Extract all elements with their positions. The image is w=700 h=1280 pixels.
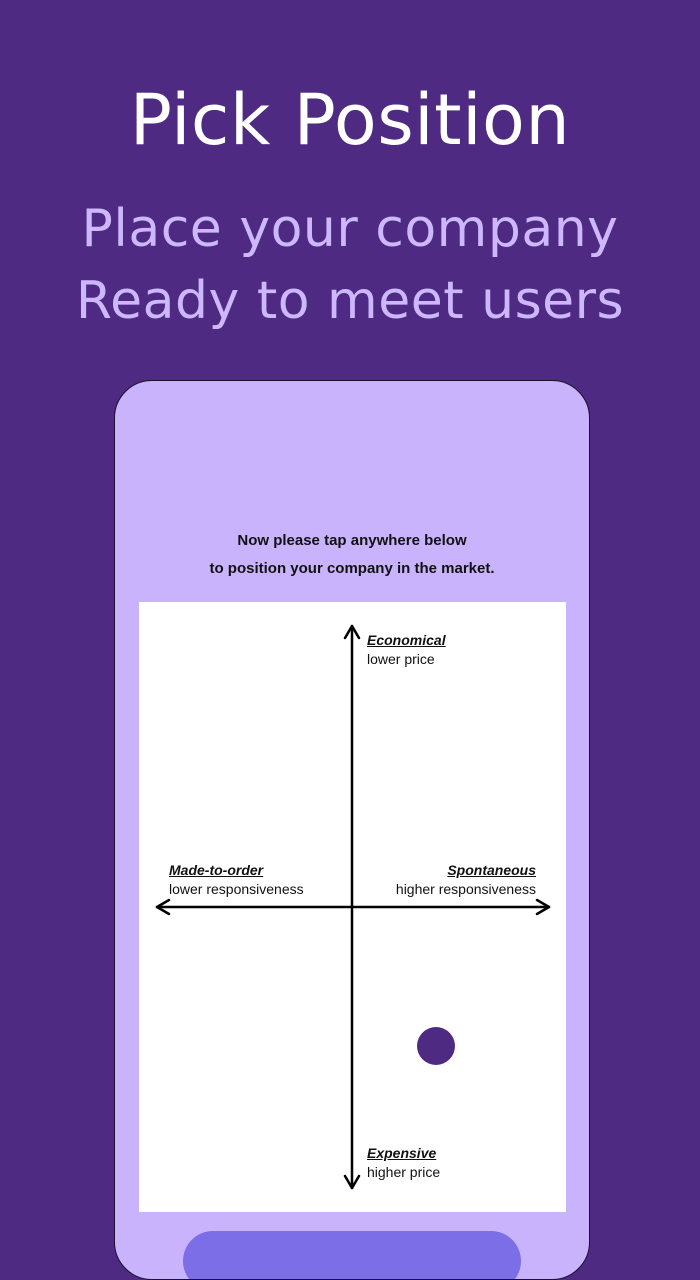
instruction-line-1: Now please tap anywhere below [237, 532, 467, 549]
company-position-marker[interactable] [417, 1027, 455, 1065]
axis-label-left: Made-to-order lower responsiveness [169, 861, 304, 899]
axis-top-title: Economical [367, 632, 446, 648]
instruction-line-2: to position your company in the market. [209, 560, 495, 577]
axis-right-sub: higher responsiveness [395, 881, 536, 897]
axis-right-title: Spontaneous [447, 862, 536, 878]
arrow-up-icon [343, 624, 361, 640]
subtitle-line-2: Ready to meet users [75, 271, 625, 331]
phone-mockup: Now please tap anywhere below to positio… [114, 380, 590, 1280]
positioning-map[interactable]: Economical lower price Expensive higher … [139, 602, 566, 1212]
axis-label-top: Economical lower price [367, 631, 446, 669]
continue-button[interactable] [183, 1231, 521, 1279]
instructions: Now please tap anywhere below to positio… [115, 527, 589, 583]
arrow-right-icon [535, 898, 551, 916]
axis-label-right: Spontaneous higher responsiveness [396, 861, 536, 899]
arrow-left-icon [155, 898, 171, 916]
axis-top-sub: lower price [367, 651, 435, 667]
axes-graphic [155, 624, 551, 1190]
page-title: Pick Position [129, 79, 571, 161]
axis-left-title: Made-to-order [169, 862, 264, 878]
arrow-down-icon [343, 1174, 361, 1190]
axis-label-bottom: Expensive higher price [367, 1144, 440, 1182]
axis-left-sub: lower responsiveness [169, 881, 304, 897]
subtitle-line-1: Place your company [81, 199, 619, 259]
axis-bottom-sub: higher price [367, 1164, 441, 1180]
axis-bottom-title: Expensive [367, 1145, 437, 1161]
